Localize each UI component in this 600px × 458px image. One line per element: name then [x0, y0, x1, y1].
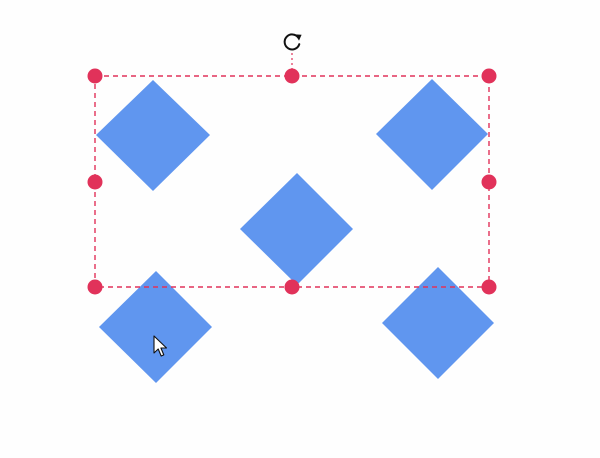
rotate-icon[interactable]	[283, 33, 302, 51]
diamond-shape-center[interactable]	[240, 173, 353, 285]
arrow-pointer-icon	[153, 335, 168, 357]
resize-handle-top-right[interactable]	[481, 68, 497, 84]
resize-handle-top-center[interactable]	[284, 68, 300, 84]
resize-handle-bottom-right[interactable]	[481, 279, 497, 295]
resize-handle-bottom-left[interactable]	[87, 279, 103, 295]
diamond-shape-bottom-right[interactable]	[382, 267, 494, 379]
diamond-shape-top-left[interactable]	[96, 80, 210, 191]
diamond-shape-top-right[interactable]	[376, 79, 488, 190]
resize-handle-bottom-center[interactable]	[284, 279, 300, 295]
resize-handle-middle-right[interactable]	[481, 174, 497, 190]
resize-handle-top-left[interactable]	[87, 68, 103, 84]
resize-handle-middle-left[interactable]	[87, 174, 103, 190]
diamond-shape-bottom-left[interactable]	[99, 271, 212, 383]
